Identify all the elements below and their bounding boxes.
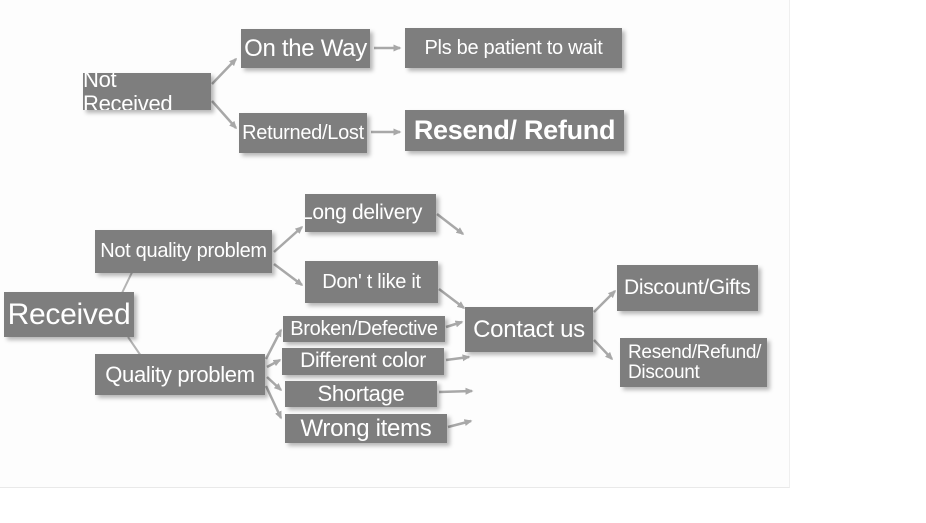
node-pls-be-patient: Pls be patient to wait xyxy=(405,28,622,68)
node-not-received: Not Received xyxy=(83,73,211,110)
arrow-quality-problem-to-broken-defective xyxy=(264,328,283,360)
node-received: Received xyxy=(4,292,134,337)
node-quality-problem: Quality problem xyxy=(95,354,265,395)
arrow-not-received-to-on-the-way xyxy=(211,57,238,85)
arrow-quality-problem-to-different-color xyxy=(266,358,282,369)
arrow-not-quality-problem-to-dont-like-it xyxy=(273,263,304,286)
arrow-broken-defective-to-contact-us xyxy=(445,320,464,329)
arrow-quality-problem-to-wrong-items xyxy=(264,385,283,420)
node-broken-defective: Broken/Defective xyxy=(283,316,445,342)
node-on-the-way: On the Way xyxy=(241,29,370,68)
arrow-contact-us-to-resend-refund-discount xyxy=(593,339,614,361)
arrow-contact-us-to-discount-gifts xyxy=(593,289,617,313)
node-wrong-items: Wrong items xyxy=(285,414,447,443)
node-returned-lost: Returned/Lost xyxy=(239,113,367,153)
arrow-dont-like-it-to-contact-us xyxy=(438,288,466,309)
node-different-color: Different color xyxy=(282,348,444,375)
arrow-wrong-items-to-contact-us xyxy=(447,419,473,429)
node-shortage: Shortage xyxy=(285,381,437,407)
node-long-delivery: Long delivery xyxy=(305,194,436,232)
node-resend-refund-discount: Resend/Refund/ Discount xyxy=(620,338,767,387)
arrow-shortage-to-contact-us xyxy=(438,387,474,395)
node-resend-refund: Resend/ Refund xyxy=(405,110,624,151)
arrow-not-received-to-returned-lost xyxy=(211,100,237,130)
node-dont-like-it: Don' t like it xyxy=(305,261,438,303)
node-contact-us: Contact us xyxy=(465,307,593,352)
arrow-long-delivery-to-contact-us xyxy=(436,213,465,235)
node-not-quality-problem: Not quality problem xyxy=(95,230,272,273)
arrow-not-quality-problem-to-long-delivery xyxy=(273,226,304,253)
arrow-different-color-to-contact-us xyxy=(445,354,471,362)
arrow-quality-problem-to-shortage xyxy=(266,376,283,392)
node-discount-gifts: Discount/Gifts xyxy=(617,265,758,311)
